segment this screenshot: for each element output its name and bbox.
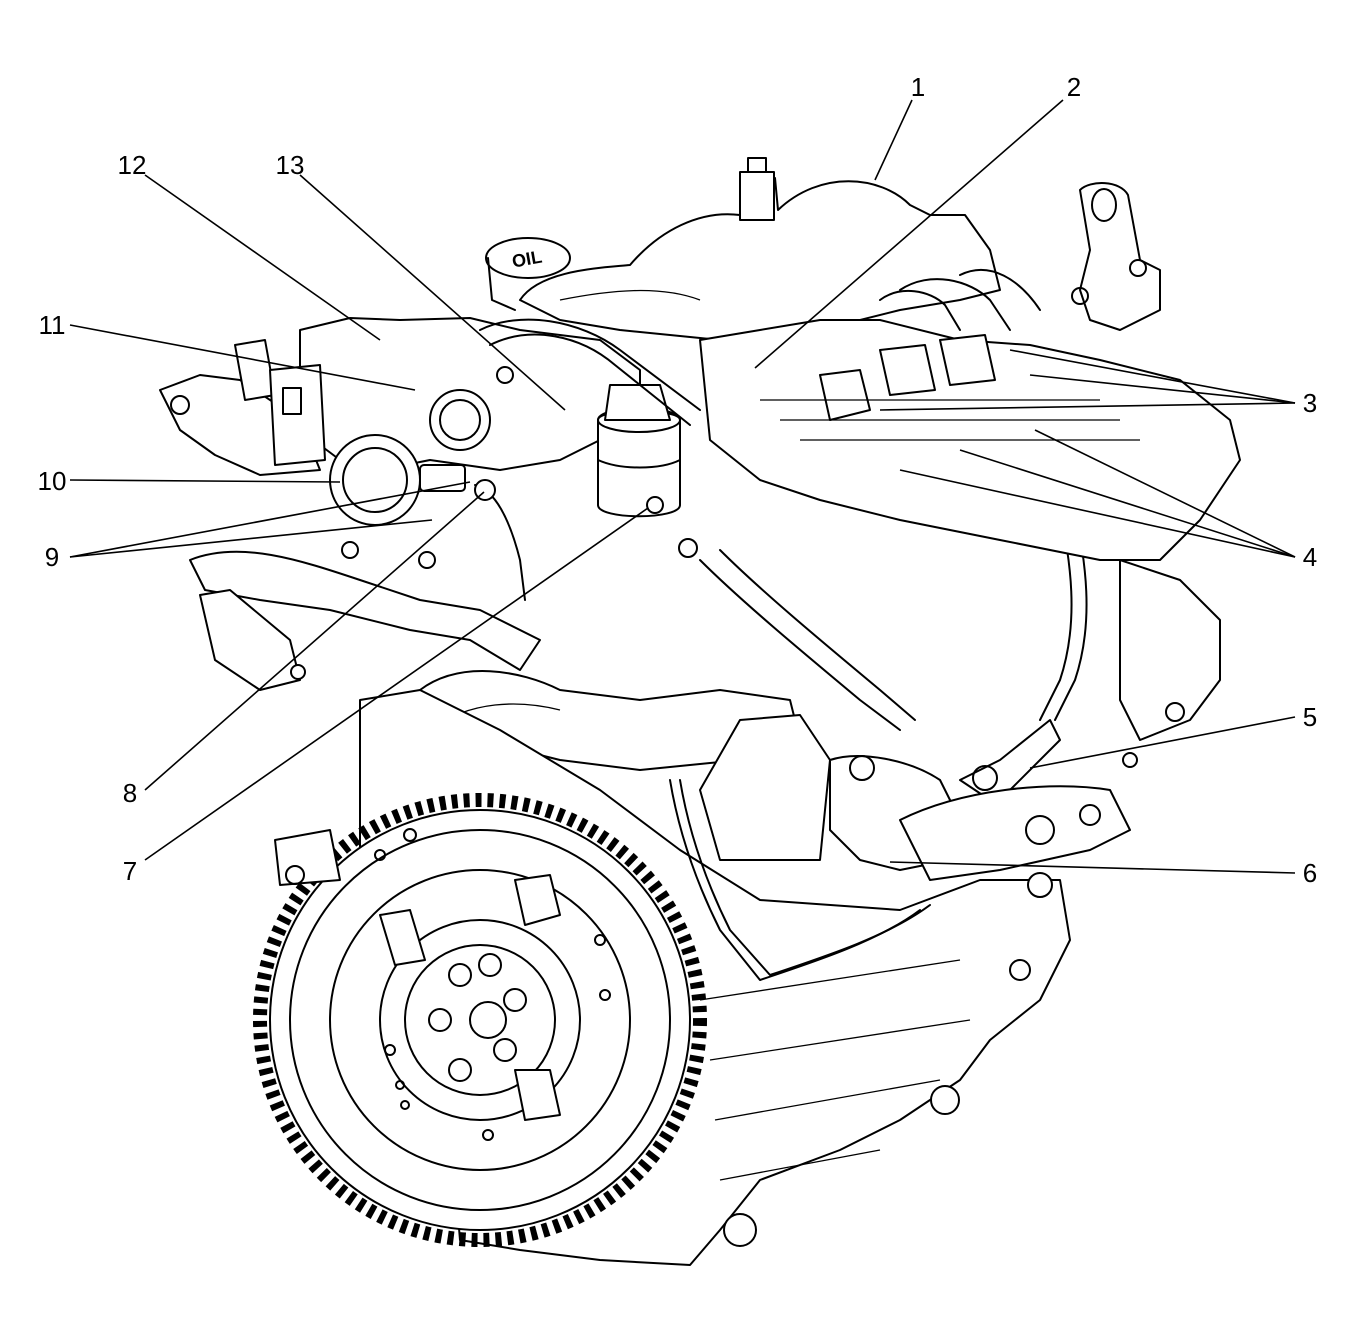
leader-7 xyxy=(144,507,649,861)
leader-13 xyxy=(299,174,566,411)
leader-6 xyxy=(889,861,1296,874)
leader-11 xyxy=(69,324,416,391)
leader-9b xyxy=(69,519,433,558)
leader-8 xyxy=(144,491,485,791)
callout-3: 3 xyxy=(1303,388,1317,418)
leader-3c xyxy=(879,402,1296,411)
callout-2: 2 xyxy=(1067,72,1081,102)
callout-12: 12 xyxy=(118,150,147,180)
leader-1 xyxy=(874,99,913,181)
callout-5: 5 xyxy=(1303,702,1317,732)
leader-4b xyxy=(959,449,1296,558)
callout-6: 6 xyxy=(1303,858,1317,888)
callout-8: 8 xyxy=(123,778,137,808)
leader-4c xyxy=(899,469,1296,558)
callout-10: 10 xyxy=(38,466,67,496)
callout-9: 9 xyxy=(45,542,59,572)
leader-3a xyxy=(1009,349,1296,404)
callout-labels: 1 2 3 4 5 6 7 8 9 10 11 12 13 xyxy=(38,72,1318,888)
engine-illustration: OIL xyxy=(159,157,1241,1266)
callout-1: 1 xyxy=(911,72,925,102)
callout-4: 4 xyxy=(1303,542,1317,572)
leader-3b xyxy=(1029,374,1296,404)
leader-12 xyxy=(144,174,381,341)
leader-4a xyxy=(1034,429,1296,558)
callout-13: 13 xyxy=(276,150,305,180)
callout-11: 11 xyxy=(39,310,66,340)
leader-10 xyxy=(69,479,341,483)
leader-lines xyxy=(69,99,1296,874)
leader-2 xyxy=(754,99,1064,369)
leader-9a xyxy=(69,481,471,558)
callout-7: 7 xyxy=(123,856,137,886)
leader-5 xyxy=(1029,716,1296,769)
